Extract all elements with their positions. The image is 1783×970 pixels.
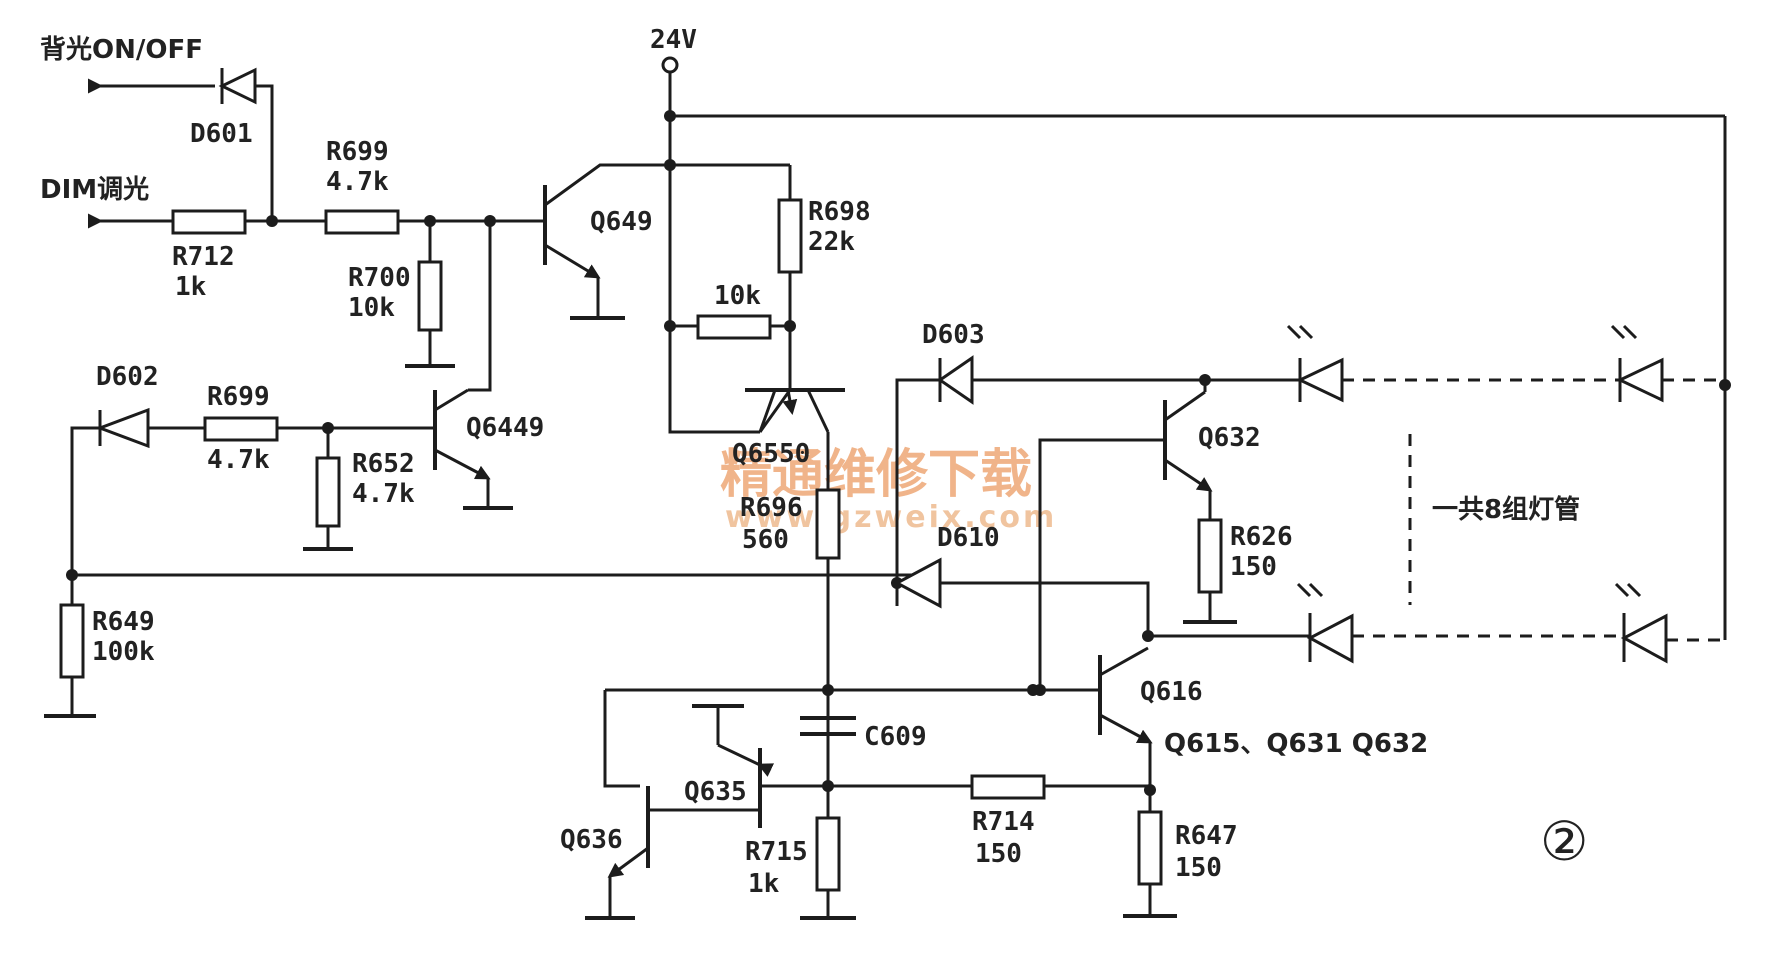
r652-name: R652 <box>352 449 415 479</box>
r626-name: R626 <box>1230 522 1293 552</box>
r715-name: R715 <box>745 837 808 867</box>
led-top-left <box>1296 357 1344 403</box>
q635-label: Q635 <box>684 777 747 807</box>
figure-number: ② <box>1540 810 1588 873</box>
r10k-value: 10k <box>714 281 761 311</box>
r712-value: 1k <box>175 272 207 302</box>
resistor-r700 <box>417 260 443 332</box>
r699-bottom-name: R699 <box>207 382 270 412</box>
resistor-r649 <box>59 603 85 679</box>
r699-bottom-value: 4.7k <box>207 445 270 475</box>
resistor-r696 <box>815 488 841 560</box>
backlight-onoff-label: 背光ON/OFF <box>40 35 203 65</box>
resistor-r712 <box>171 209 247 235</box>
r712-name: R712 <box>172 242 235 272</box>
r700-name: R700 <box>348 263 411 293</box>
resistor-r647 <box>1137 810 1163 886</box>
resistor-r698 <box>777 198 803 274</box>
lamp-group-label: 一共8组灯管 <box>1432 494 1580 525</box>
r698-value: 22k <box>808 227 855 257</box>
supply-label: 24V <box>650 25 697 55</box>
r698-name: R698 <box>808 197 871 227</box>
component-labels: 24V 背光ON/OFF DIM调光 D601 R699 4.7k R712 1… <box>40 25 1588 899</box>
led-top-right <box>1616 357 1664 403</box>
transistor-q6550 <box>745 388 845 490</box>
r696-value: 560 <box>742 525 789 555</box>
dim-label: DIM调光 <box>40 175 149 205</box>
supply-section <box>603 56 1727 792</box>
r700-value: 10k <box>348 293 395 323</box>
d603-label: D603 <box>922 320 985 350</box>
transistor-q616 <box>1033 646 1156 796</box>
led-bottom-right <box>1620 613 1668 664</box>
transistor-q649 <box>543 163 670 320</box>
r647-value: 150 <box>1175 853 1222 883</box>
r649-name: R649 <box>92 607 155 637</box>
q636-label: Q636 <box>560 825 623 855</box>
current-limit-section <box>585 704 1150 920</box>
r714-name: R714 <box>972 807 1035 837</box>
resistor-10k <box>696 314 772 340</box>
q6550-label: Q6550 <box>732 439 810 469</box>
resistor-r652 <box>315 456 341 528</box>
r699-top-value: 4.7k <box>326 167 389 197</box>
r652-value: 4.7k <box>352 479 415 509</box>
transistor-q636 <box>585 784 650 920</box>
q6449-label: Q6449 <box>466 413 544 443</box>
q649-label: Q649 <box>590 207 653 237</box>
watermark-title: 精通维修下载 <box>720 444 1032 505</box>
q632-label: Q632 <box>1198 423 1261 453</box>
r715-value: 1k <box>748 869 780 899</box>
diode-d601 <box>218 67 257 105</box>
resistor-r715 <box>815 816 841 892</box>
watermark-url: www.gzweix.com <box>725 500 1057 535</box>
r649-value: 100k <box>92 637 155 667</box>
diode-d602 <box>95 407 150 449</box>
transistor-q635 <box>648 704 775 828</box>
supply-terminal <box>661 56 679 74</box>
r696-name: R696 <box>740 493 803 523</box>
r626-value: 150 <box>1230 552 1277 582</box>
transistor-q632 <box>1038 380 1213 690</box>
watermark: 精通维修下载 www.gzweix.com <box>720 444 1057 535</box>
r699-top-name: R699 <box>326 137 389 167</box>
c609-label: C609 <box>864 722 927 752</box>
d610-label: D610 <box>937 523 1000 553</box>
led-bottom-left <box>1306 613 1354 664</box>
resistor-r626 <box>1197 518 1223 594</box>
r714-value: 150 <box>975 839 1022 869</box>
diode-d603 <box>937 355 974 405</box>
d601-label: D601 <box>190 119 253 149</box>
transistor-q6449 <box>433 388 513 510</box>
led-section <box>72 324 1731 918</box>
q616-note: Q615、Q631 Q632 <box>1164 729 1428 759</box>
resistor-r699-top <box>324 209 400 235</box>
q616-label: Q616 <box>1140 677 1203 707</box>
diode-d610 <box>893 557 942 609</box>
r647-name: R647 <box>1175 821 1238 851</box>
input-section <box>44 67 670 718</box>
resistor-r699-bottom <box>203 416 279 442</box>
resistor-r714 <box>970 774 1046 800</box>
d602-label: D602 <box>96 362 159 392</box>
